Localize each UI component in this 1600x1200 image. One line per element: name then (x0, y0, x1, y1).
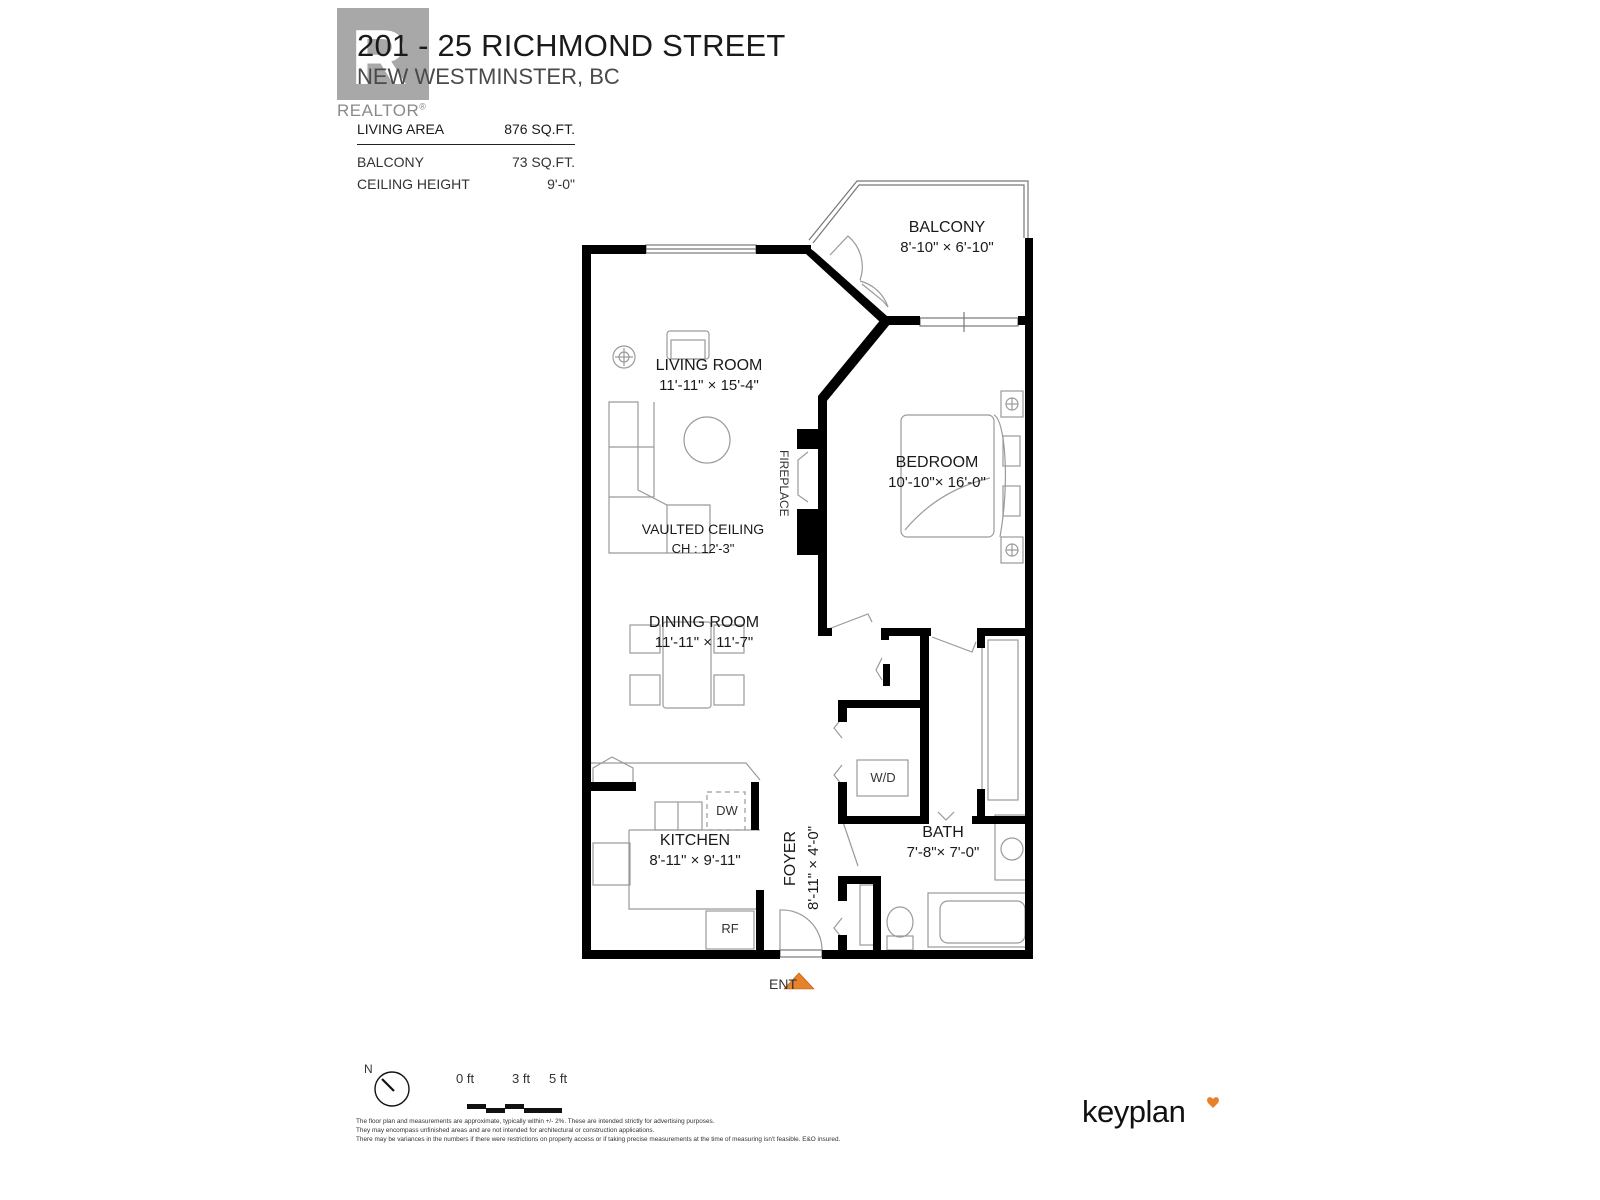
property-title: 201 - 25 RICHMOND STREET (357, 28, 786, 63)
refrigerator-label: RF (721, 921, 739, 936)
room-label-bath: BATH 7'-8"× 7'-0" (907, 823, 980, 863)
room-dimensions: 10'-10"× 16'-0" (888, 474, 986, 491)
ceiling-note: VAULTED CEILING (641, 521, 765, 537)
room-label-bedroom: BEDROOM 10'-10"× 16'-0" (888, 453, 986, 493)
ceiling-height-note: CH : 12'-3" (671, 541, 735, 556)
stat-label: BALCONY (357, 154, 424, 170)
realtor-r-icon: R (351, 13, 408, 101)
registered-mark: ® (419, 101, 427, 112)
stat-row-living-area: LIVING AREA 876 SQ.FT. (357, 118, 575, 145)
stat-row-ceiling-height: CEILING HEIGHT 9'-0" (357, 173, 575, 195)
north-compass-icon (374, 1071, 410, 1107)
stat-value: 73 SQ.FT. (511, 154, 575, 170)
room-dimensions: 8'-11" × 9'-11" (649, 852, 741, 869)
realtor-watermark-logo: R (337, 8, 429, 100)
room-name: BALCONY (908, 219, 986, 236)
entrance-label: ENT (769, 976, 797, 992)
room-label-foyer-dims: 8'-11" × 4'-0" (804, 826, 824, 910)
stat-value: 9'-0" (547, 176, 575, 192)
disclaimer-line: They may encompass unfinished areas and … (356, 1127, 655, 1134)
stat-label: CEILING HEIGHT (357, 176, 470, 192)
room-name: FOYER (782, 830, 799, 886)
furniture-layer (591, 180, 1029, 958)
realtor-word: REALTOR (337, 101, 420, 120)
disclaimer-line: The floor plan and measurements are appr… (356, 1118, 715, 1125)
room-label-balcony: BALCONY 8'-10" × 6'-10" (900, 218, 994, 258)
washer-dryer-label: W/D (870, 770, 896, 785)
disclaimer-line: There may be variances in the numbers if… (356, 1136, 841, 1143)
scale-label-0: 0 ft (456, 1071, 475, 1086)
stat-row-balcony: BALCONY 73 SQ.FT. (357, 151, 575, 173)
room-dimensions: 8'-10" × 6'-10" (900, 239, 994, 256)
scale-label-3: 3 ft (512, 1071, 531, 1086)
room-dimensions: 11'-11" × 11'-7" (654, 634, 754, 651)
room-label-dining-room: DINING ROOM 11'-11" × 11'-7" (649, 613, 759, 653)
room-dimensions: 11'-11" × 15'-4" (659, 377, 759, 394)
keyplan-heart-icon (1207, 1097, 1219, 1108)
room-label-vaulted-ceiling: VAULTED CEILING CH : 12'-3" (642, 519, 764, 559)
room-name: KITCHEN (659, 832, 731, 849)
room-name: BEDROOM (895, 454, 979, 471)
property-city: NEW WESTMINSTER, BC (357, 64, 620, 89)
room-dimensions: 7'-8"× 7'-0" (906, 844, 980, 861)
walls-layer (582, 238, 1033, 959)
disclaimer-text: The floor plan and measurements are appr… (356, 1117, 840, 1144)
room-label-kitchen: KITCHEN 8'-11" × 9'-11" (649, 831, 740, 871)
realtor-wordmark: REALTOR® (337, 101, 426, 121)
stat-label: LIVING AREA (357, 121, 445, 137)
scale-bar-icon (467, 1104, 562, 1113)
room-label-foyer: FOYER (781, 831, 801, 886)
room-name: DINING ROOM (648, 614, 760, 631)
room-label-living-room: LIVING ROOM 11'-11" × 15'-4" (656, 356, 763, 396)
room-name: BATH (922, 824, 964, 841)
room-dimensions: 8'-11" × 4'-0" (805, 825, 822, 910)
room-name: LIVING ROOM (655, 357, 763, 374)
north-label: N (364, 1062, 373, 1076)
scale-label-5: 5 ft (549, 1071, 568, 1086)
stat-value: 876 SQ.FT. (504, 121, 575, 137)
entrance-arrow-icon (783, 972, 815, 990)
dishwasher-label: DW (716, 803, 738, 818)
keyplan-logo: keyplan (1082, 1094, 1186, 1129)
fireplace-label: FIREPLACE (777, 450, 791, 517)
area-stats-table: LIVING AREA 876 SQ.FT. BALCONY 73 SQ.FT.… (357, 118, 575, 195)
